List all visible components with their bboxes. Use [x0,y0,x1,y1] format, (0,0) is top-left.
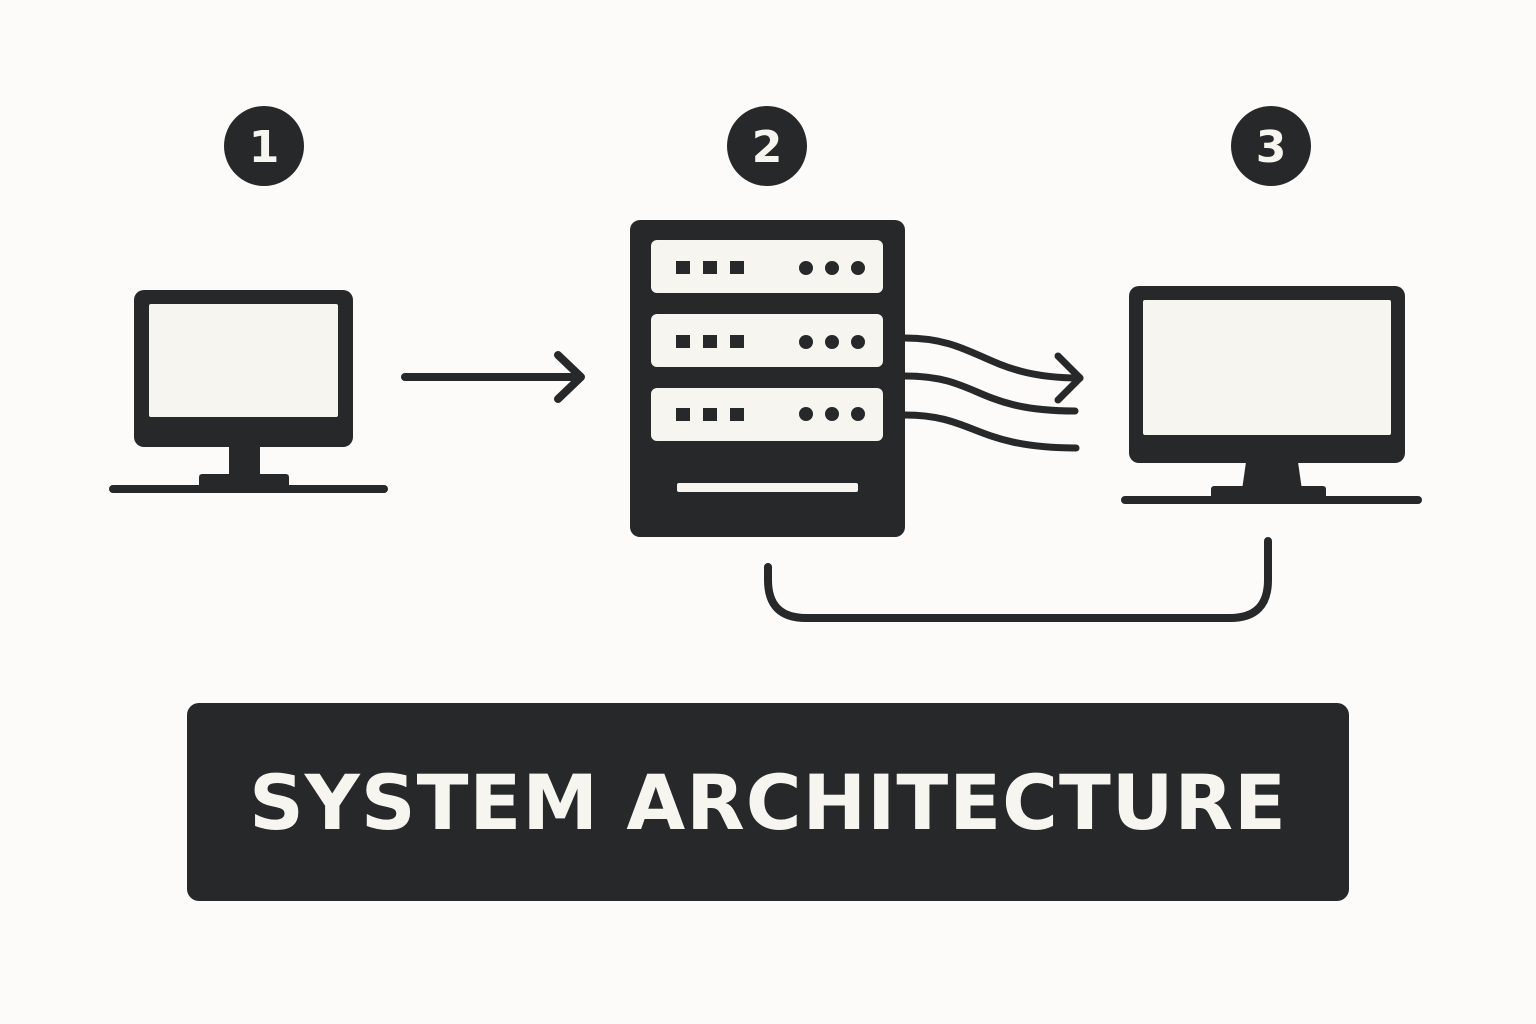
step-number-1: 1 [249,122,280,173]
step-number-3: 3 [1256,122,1287,173]
step-badge-2: 2 [727,106,807,186]
output-monitor-icon [1121,286,1422,504]
client-monitor-icon [109,290,388,493]
feedback-loop-line [764,537,1272,622]
diagram-title: SYSTEM ARCHITECTURE [249,757,1287,847]
server-rack-icon [630,220,905,537]
step-badge-3: 3 [1231,106,1311,186]
data-flow-lines-icon [901,334,1084,452]
title-banner: SYSTEM ARCHITECTURE [187,703,1349,901]
step-badge-1: 1 [224,106,304,186]
step-badge-3-circle [1231,106,1311,186]
step-number-2: 2 [752,122,783,173]
request-arrow-icon [401,351,585,403]
step-badge-2-circle [727,106,807,186]
step-badge-1-circle [224,106,304,186]
